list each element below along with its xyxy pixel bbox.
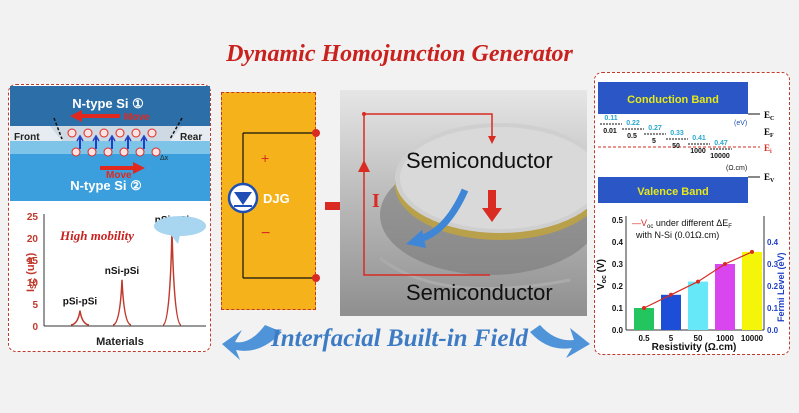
energy-value: 0.41 bbox=[692, 135, 706, 142]
charges bbox=[67, 128, 161, 157]
y-axis-label: Voc (V) bbox=[596, 259, 608, 290]
page-title: Dynamic Homojunction Generator bbox=[226, 41, 573, 67]
y-right-tick-label: 0.3 bbox=[767, 260, 779, 269]
bubble bbox=[154, 216, 206, 236]
peak-line bbox=[70, 310, 90, 326]
energy-value: 0.27 bbox=[648, 125, 662, 132]
ef-label: EF bbox=[764, 127, 774, 139]
band-diagram: Conduction Band Valence Band EC EF Ei EV… bbox=[598, 82, 775, 203]
y-tick-label: 0.4 bbox=[612, 238, 624, 247]
svg-text:Move: Move bbox=[106, 170, 132, 181]
y-tick-label: 0.0 bbox=[612, 326, 624, 335]
resistivity-value: 50 bbox=[672, 143, 680, 150]
move-bottom-arrow: Move bbox=[100, 162, 145, 181]
y-right-axis-label: Fermi Level (eV) bbox=[776, 252, 786, 322]
y-tick-label: 0.2 bbox=[612, 282, 624, 291]
y-tick-label: 25 bbox=[27, 212, 39, 223]
move-top-arrow: Move bbox=[70, 110, 150, 123]
series-label: nSi-pSi bbox=[105, 266, 140, 277]
voc-point bbox=[750, 249, 754, 254]
y-tick-label: 5 bbox=[32, 300, 38, 311]
bottom-title: Interfacial Built-in Field bbox=[271, 325, 528, 352]
resistivity-value: 0.5 bbox=[627, 133, 637, 140]
valence-band bbox=[598, 177, 748, 203]
semiconductor-top: Semiconductor bbox=[406, 148, 553, 173]
energy-value: 0.33 bbox=[670, 130, 684, 137]
ev-unit: (eV) bbox=[734, 120, 747, 127]
bar bbox=[661, 294, 681, 330]
energy-value: 0.22 bbox=[626, 120, 640, 127]
ec-label: EC bbox=[764, 110, 774, 122]
voc-point bbox=[642, 306, 646, 310]
bottom-si-label: N-type Si ② bbox=[70, 178, 142, 193]
y-right-tick-label: 0.2 bbox=[767, 282, 779, 291]
y-tick-label: 0 bbox=[32, 322, 38, 333]
y-tick-label: 15 bbox=[27, 256, 39, 267]
voc-chart: 0.5 5 50 1000 10000 0.0 0.1 0.2 0.3 0.4 0.5 0.0 0.1… bbox=[596, 216, 786, 352]
conduction-band bbox=[598, 82, 748, 114]
resistivity-value: 0.01 bbox=[603, 128, 617, 135]
bar bbox=[715, 264, 735, 330]
semiconductor-bottom: Semiconductor bbox=[406, 280, 553, 305]
y-tick-label: 0.3 bbox=[612, 260, 624, 269]
energy-value: 0.47 bbox=[714, 140, 728, 147]
legend-line1: —Voc under different ΔEF bbox=[632, 218, 732, 230]
legend-line2: with N-Si (0.01Ω.cm) bbox=[635, 230, 719, 240]
x-tick-label: 50 bbox=[694, 334, 703, 343]
center-scene: Semiconductor Semiconductor I bbox=[340, 90, 587, 316]
x-tick-label: 0.5 bbox=[638, 334, 650, 343]
front-label: Front bbox=[14, 132, 40, 143]
x-axis-label: Resistivity (Ω.cm) bbox=[652, 342, 737, 352]
rear-label: Rear bbox=[180, 132, 202, 143]
y-tick-label: 0.1 bbox=[612, 304, 624, 313]
y-right-tick-label: 0.0 bbox=[767, 326, 779, 335]
x-tick-label: 10000 bbox=[741, 334, 764, 343]
resistivity-value: 5 bbox=[652, 138, 656, 145]
top-si-label: N-type Si ① bbox=[72, 96, 144, 111]
bar bbox=[688, 281, 708, 330]
djg-label: DJG bbox=[263, 191, 290, 206]
x-axis-label: Materials bbox=[96, 336, 144, 348]
junction-illustration: N-type Si ① N-type Si ② Front Rear Move … bbox=[10, 86, 210, 201]
voc-point bbox=[696, 279, 700, 284]
x-tick-label: 1000 bbox=[716, 334, 734, 343]
dx-label: Δx bbox=[160, 155, 169, 162]
voc-point bbox=[669, 292, 673, 297]
plus-sign: + bbox=[261, 150, 269, 166]
y-tick-label: 0.5 bbox=[612, 216, 624, 225]
ev-label: EV bbox=[764, 172, 775, 184]
y-tick-label: 20 bbox=[27, 234, 39, 245]
series-label: pSi-pSi bbox=[63, 297, 98, 308]
y-right-tick-label: 0.1 bbox=[767, 304, 779, 313]
y-tick-label: 10 bbox=[27, 278, 39, 289]
current-label: I bbox=[372, 190, 380, 212]
down-arrow bbox=[482, 190, 502, 222]
voc-point bbox=[723, 262, 727, 266]
valence-band-label: Valence Band bbox=[637, 186, 709, 198]
bar bbox=[742, 251, 762, 330]
high-mobility-annotation: High mobility bbox=[59, 228, 134, 243]
resistivity-value: 10000 bbox=[710, 153, 730, 160]
ohm-unit: (Ω.cm) bbox=[726, 165, 747, 172]
y-right-tick-label: 0.4 bbox=[767, 238, 779, 247]
svg-text:Move: Move bbox=[124, 112, 150, 123]
bar bbox=[634, 308, 654, 330]
y-axis-label: ISC (uA) bbox=[25, 252, 38, 292]
conduction-band-label: Conduction Band bbox=[627, 94, 719, 106]
x-tick-label: 5 bbox=[669, 334, 674, 343]
minus-sign: − bbox=[261, 225, 270, 242]
resistivity-value: 1000 bbox=[690, 148, 706, 155]
energy-value: 0.11 bbox=[604, 115, 617, 122]
ei-label: Ei bbox=[764, 143, 772, 155]
blue-arrows bbox=[222, 325, 590, 360]
peak-line bbox=[112, 279, 132, 326]
